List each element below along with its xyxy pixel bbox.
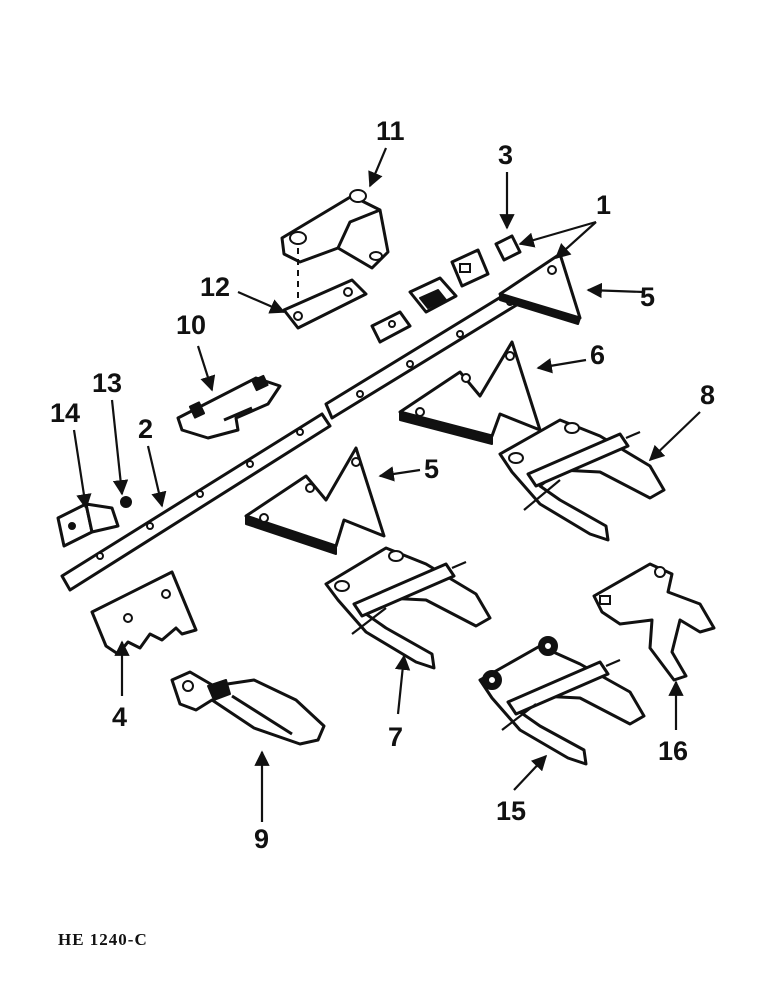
callout-10: 10	[176, 310, 206, 340]
callout-4: 4	[112, 702, 127, 732]
part-5-section-upper	[498, 252, 582, 325]
callout-2: 2	[138, 414, 153, 444]
callout-3: 3	[498, 140, 513, 170]
part-15-guard	[478, 636, 646, 766]
part-5-section-lower	[244, 446, 386, 555]
callout-14: 14	[50, 398, 80, 428]
callout-12: 12	[200, 272, 230, 302]
part-8-guard	[498, 418, 666, 542]
callouts: 1 2 3 4 5 5 6 7 8 9 10 11 12 13 14 15 16	[50, 116, 715, 854]
callout-16: 16	[658, 736, 688, 766]
part-16-guard	[592, 562, 716, 682]
part-4-serrated-section	[90, 570, 198, 656]
part-9-guard	[170, 670, 326, 746]
part-11-knife-head	[280, 189, 390, 270]
callout-8: 8	[700, 380, 715, 410]
leader-lines	[72, 147, 701, 822]
part-12-plate	[282, 278, 368, 330]
part-6-section	[398, 340, 542, 445]
figure-code: HE 1240-C	[58, 930, 148, 949]
callout-11: 11	[376, 116, 405, 146]
part-10-bracket	[176, 374, 282, 440]
part-7-guard	[324, 546, 492, 670]
callout-7: 7	[388, 722, 403, 752]
callout-5-lower: 5	[424, 454, 439, 484]
part-13-rivet	[120, 496, 132, 508]
part-1-3-connectors	[370, 234, 522, 344]
callout-13: 13	[92, 368, 122, 398]
callout-15: 15	[496, 796, 526, 826]
callout-6: 6	[590, 340, 605, 370]
callout-9: 9	[254, 824, 269, 854]
callout-5-upper: 5	[640, 282, 655, 312]
part-14-angle-clip	[56, 502, 120, 548]
callout-1: 1	[596, 190, 611, 220]
